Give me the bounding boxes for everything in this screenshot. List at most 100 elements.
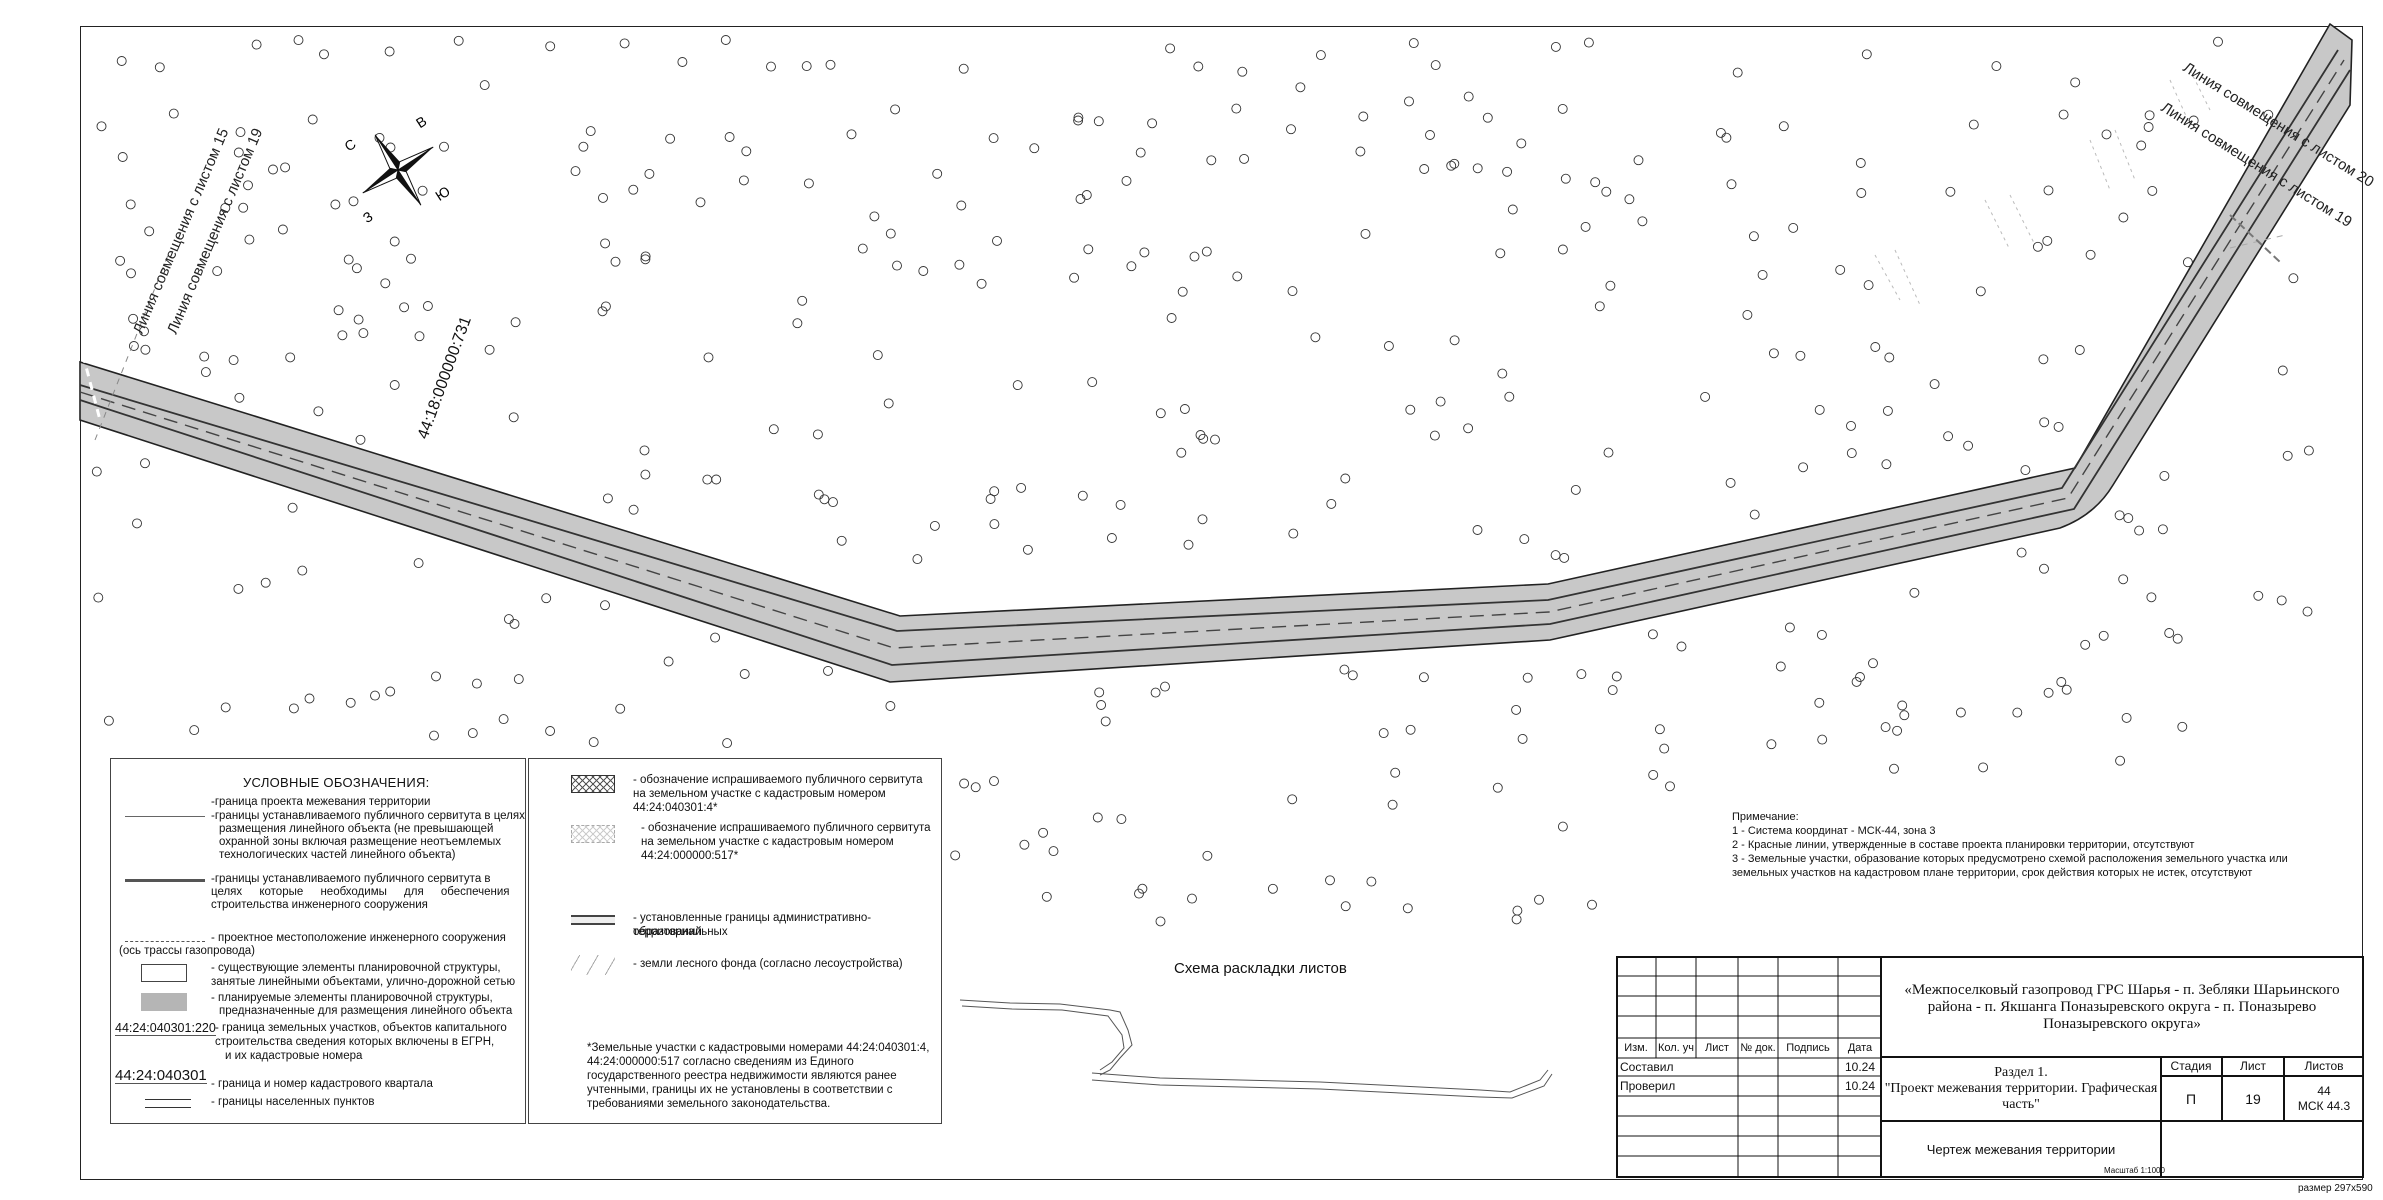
tree-marker [2042,235,2053,246]
tree-marker [93,592,104,603]
stamp-crs: МСК 44.3 [2297,1099,2351,1113]
tree-marker [2157,524,2168,535]
tree-marker [2147,185,2158,196]
tree-marker [1355,146,1366,157]
tree-marker [168,108,179,119]
tree-marker [1963,440,1974,451]
tree-marker [1315,50,1326,61]
tree-marker [1624,194,1635,205]
tree-marker [2177,721,2188,732]
tree-marker [139,326,149,337]
tree-marker [1534,894,1544,905]
tree-marker [1570,484,1581,495]
tree-marker [1665,781,1675,792]
tree-marker [467,728,478,739]
tree-marker [1851,676,1862,687]
tree-marker [1016,482,1027,493]
tree-marker [1742,309,1753,320]
footnote-line-4: учтенными, границы их не установлены в с… [587,1084,893,1096]
tree-marker [126,268,136,279]
tree-marker [2159,470,2170,481]
tree-marker [739,669,750,679]
tree-marker [597,306,608,317]
tree-marker [1863,280,1874,291]
tree-marker [1239,153,1250,164]
tree-marker [1155,916,1166,927]
tree-marker [260,577,271,588]
tree-marker [1637,216,1648,227]
tree-marker [1590,177,1601,188]
tree-marker [1347,670,1358,681]
tree-marker [1945,186,1956,197]
tree-marker [628,184,639,195]
tree-marker [1881,459,1892,470]
tree-marker [234,392,245,403]
tree-marker [1721,132,1732,143]
sheet-alignment-lines [81,214,2286,441]
tree-marker [406,253,416,264]
tree-marker [1137,883,1148,894]
tree-marker [1096,700,1107,710]
stamp-stage-label: Стадия [2160,1056,2222,1076]
tree-marker [1041,891,1052,902]
tree-marker [1892,725,1903,736]
tree-marker [1287,286,1298,297]
tree-marker [1607,685,1618,696]
tree-marker [2053,421,2064,432]
tree-marker [1435,396,1446,407]
tree-marker [508,412,519,423]
compass-south: Ю [432,183,453,204]
tree-marker [351,263,362,274]
tree-marker [1766,739,1777,750]
tree-marker [2074,345,2085,355]
tree-marker [345,697,356,708]
tree-marker [1232,271,1243,282]
tree-marker [1968,119,1979,130]
tree-marker [1557,821,1568,832]
tree-marker [1817,734,1828,745]
tree-marker [585,126,596,137]
tree-marker [228,355,239,366]
parcel-number-sample: 44:24:040301:220 [115,1021,216,1036]
tree-marker [1358,111,1369,122]
tree-marker [610,256,621,267]
tree-marker [1022,544,1033,555]
tree-marker [541,593,552,604]
tree-marker [1116,814,1127,825]
tree-marker [1177,286,1188,297]
tree-marker [1073,112,1084,123]
symbol-forest-fund [571,955,615,975]
tree-marker [2038,354,2049,365]
stamp-header-date: Дата [1847,1041,1873,1054]
tree-marker [1202,850,1213,861]
tree-marker [380,278,391,289]
tree-marker [1978,762,1989,773]
tree-marker [199,351,210,362]
tree-marker [720,35,731,45]
tree-marker [212,266,223,277]
tree-marker [1676,641,1687,652]
legend-item-11: - существующие элементы планировочной ст… [211,962,501,974]
legend-right-item-3: 44:24:040301:4* [633,802,718,814]
tree-marker [280,162,291,173]
tree-marker [628,504,639,515]
legend-item-17: и их кадастровые номера [225,1050,363,1062]
tree-marker [1430,60,1441,71]
tree-marker [1390,767,1401,778]
tree-marker [2277,365,2288,376]
tree-marker [1405,724,1416,735]
tree-marker [304,693,315,704]
tree-marker [1287,794,1298,805]
tree-marker [1187,893,1197,904]
tree-marker [703,352,714,363]
tree-marker [1654,724,1665,735]
tree-marker [1798,462,1809,473]
legend-title: УСЛОВНЫЕ ОБОЗНАЧЕНИЯ: [243,775,430,790]
legend-item-6: -границы устанавливаемого публичного сер… [211,873,491,885]
format-size: размер 297х590 [2298,1183,2373,1194]
tree-marker [1580,221,1591,232]
tree-marker [797,295,808,306]
footnote-line-5: требованиями земельного законодательства… [587,1098,831,1110]
tree-marker [956,200,967,211]
tree-marker [766,61,776,72]
